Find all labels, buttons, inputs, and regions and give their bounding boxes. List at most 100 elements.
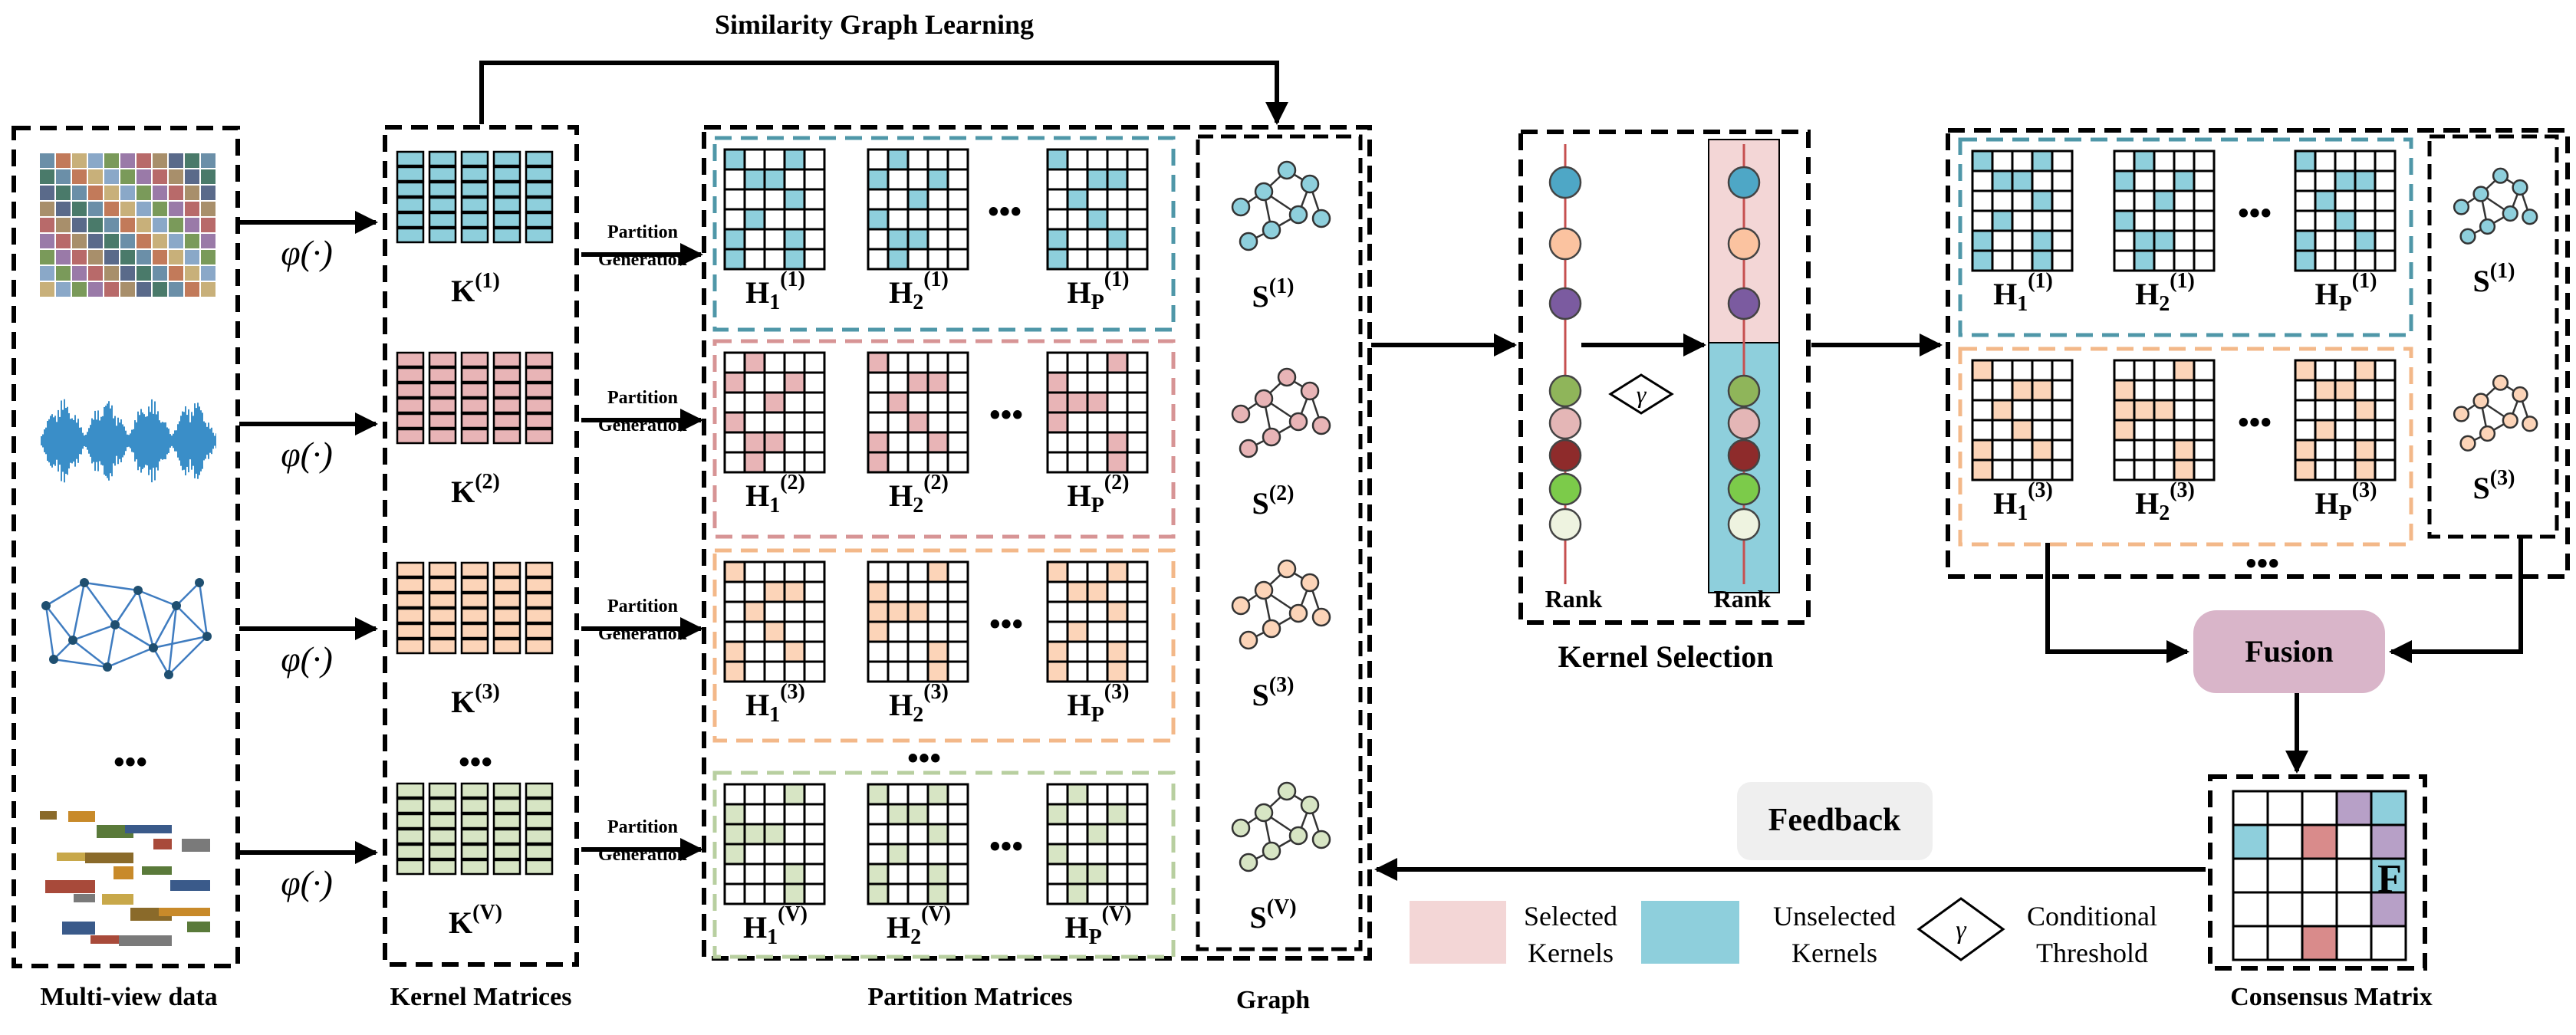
partition-text-2: Generation: [598, 845, 687, 865]
partition-row-3: [712, 548, 1176, 743]
rank-node: [1548, 166, 1582, 199]
selected-matrix: [1971, 150, 2074, 272]
partition-text-2: Generation: [598, 416, 687, 435]
selected-label: HP(1): [2315, 269, 2377, 316]
partition-text-2: Generation: [598, 624, 687, 644]
arrow-left-to-fusion: [2045, 543, 2189, 663]
partition-matrix: [1046, 148, 1149, 271]
kernel-label-4: K(V): [449, 901, 502, 940]
fusion-label: Fusion: [2245, 634, 2334, 669]
legend-unselected-swatch: [1641, 901, 1739, 964]
label-multiview-data: Multi-view data: [40, 983, 217, 1011]
rank-node: [1548, 406, 1582, 440]
selected-partitions-box: [1946, 128, 2570, 579]
selected-label: HP(3): [2315, 478, 2377, 525]
partition-ellipsis: •••: [907, 741, 941, 777]
rank-node: [1548, 287, 1582, 320]
similarity-graph-2: [1231, 367, 1331, 458]
rank-node: [1727, 439, 1761, 472]
partition-matrix: [723, 560, 826, 683]
consensus-box: [2208, 774, 2427, 971]
graph-label-1: S(1): [1252, 274, 1295, 314]
kernel-matrices-box: [383, 125, 579, 967]
kernel-matrix-4: [396, 782, 554, 876]
consensus-f-label: F: [2377, 857, 2402, 901]
selected-row-1: [1958, 137, 2413, 337]
selected-row-2: [1958, 347, 2413, 547]
row-ellipsis: •••: [989, 398, 1023, 433]
gamma-symbol: γ: [1637, 380, 1647, 408]
label-kernel-selection: Kernel Selection: [1558, 639, 1773, 674]
selected-label: H1(1): [1993, 269, 2053, 316]
kernel-label-3: K(3): [451, 680, 500, 719]
partition-matrix: [867, 148, 969, 271]
partition-label: HP(2): [1068, 471, 1130, 518]
image-grid-icon: [40, 153, 215, 297]
legend-threshold-line2: Threshold: [2036, 938, 2148, 968]
selected-label: H1(3): [1993, 478, 2053, 525]
rank-node: [1727, 227, 1761, 261]
rank-node: [1727, 287, 1761, 320]
rank-node: [1548, 472, 1582, 506]
label-consensus-matrix: Consensus Matrix: [2230, 983, 2433, 1011]
similarity-graph-4: [1231, 781, 1331, 872]
partition-matrix: [723, 148, 826, 271]
selected-label: H2(1): [2135, 269, 2195, 316]
rank-node: [1548, 227, 1582, 261]
partition-label: H1(2): [745, 471, 805, 518]
selected-label: H2(3): [2135, 478, 2195, 525]
row-ellipsis: •••: [988, 195, 1022, 230]
partition-text-1: Partition: [607, 388, 678, 408]
label-kernel-matrices: Kernel Matrices: [390, 983, 572, 1011]
selected-matrix: [2113, 150, 2216, 272]
similarity-arrow: [479, 61, 1288, 125]
partition-row-1: [712, 136, 1176, 332]
graph-label-3: S(3): [1252, 673, 1295, 712]
title-similarity-graph-learning: Similarity Graph Learning: [715, 9, 1034, 40]
selected-graph-label-2: S(3): [2473, 466, 2515, 505]
partition-matrix: [867, 783, 969, 905]
rank-node: [1727, 472, 1761, 506]
threshold-diamond: [1608, 373, 1674, 415]
network-graph-icon: [41, 578, 212, 679]
legend-selected-swatch: [1410, 901, 1506, 964]
legend-selected-line2: Kernels: [1528, 938, 1614, 968]
partition-matrix: [867, 560, 969, 683]
kernel-ellipsis: •••: [459, 745, 492, 780]
legend-selected-line1: Selected: [1524, 901, 1617, 932]
rank-node: [1727, 406, 1761, 440]
partition-label: HP(V): [1064, 902, 1131, 949]
rank-node: [1548, 439, 1582, 472]
partition-matrix: [867, 351, 969, 474]
consensus-cells: [2232, 790, 2407, 961]
audio-waveform-icon: [41, 399, 216, 483]
row-ellipsis: •••: [989, 607, 1023, 642]
graph-label-2: S(2): [1252, 481, 1295, 521]
selected-graph-box: [2427, 134, 2559, 539]
phi-label: φ(·): [281, 435, 333, 474]
kernel-label-1: K(1): [451, 269, 500, 308]
graph-box: [1196, 134, 1363, 951]
phi-label: φ(·): [281, 233, 333, 272]
word-cloud-icon: [38, 807, 219, 952]
legend-unselected-line1: Unselected: [1773, 901, 1896, 932]
arrow-right-to-fusion: [2389, 537, 2523, 663]
similarity-graph-1: [1231, 160, 1331, 251]
kernel-label-2: K(2): [451, 470, 500, 509]
feedback-box: [1737, 782, 1933, 860]
legend-threshold-line1: Conditional: [2027, 901, 2157, 932]
rank-node: [1548, 508, 1582, 541]
selected-matrix: [1971, 359, 2074, 481]
selected-graph-2: [2453, 374, 2538, 452]
partition-matrix: [1046, 351, 1149, 474]
partition-text-1: Partition: [607, 817, 678, 837]
rank-label-right: Rank: [1714, 585, 1772, 613]
selected-graph-label-1: S(1): [2473, 259, 2515, 298]
selected-row-ellipsis: •••: [2238, 406, 2272, 441]
legend-threshold-diamond: [1916, 897, 2005, 961]
partition-label: H2(V): [887, 902, 951, 949]
fusion-box: [2193, 610, 2385, 693]
selected-ellipsis: •••: [2245, 547, 2279, 582]
partition-matrices-box: [702, 125, 1372, 961]
